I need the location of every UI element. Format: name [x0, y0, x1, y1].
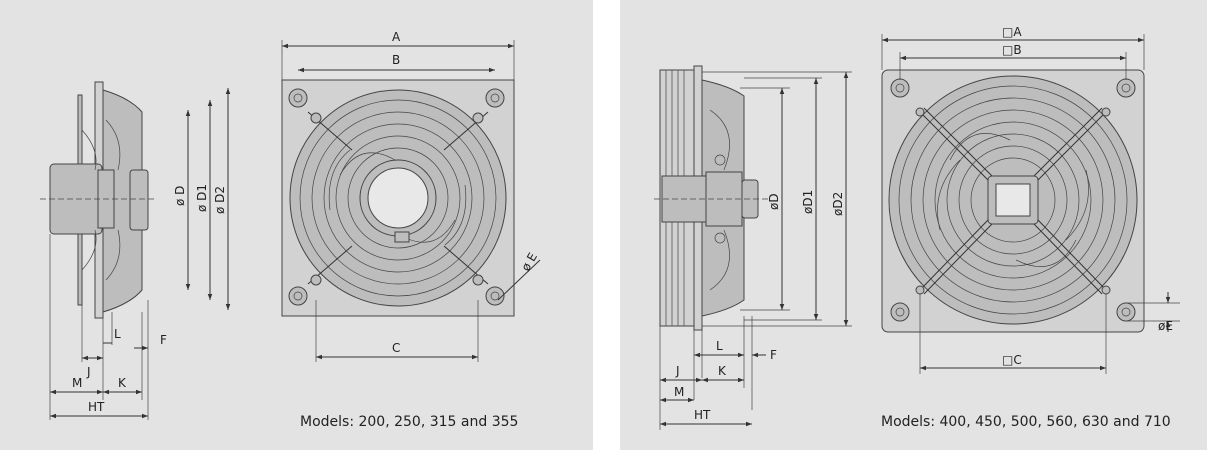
- side-view: [40, 81, 155, 319]
- dim-label-m: M: [674, 385, 684, 399]
- models-caption-large: Models: 400, 450, 500, 560, 630 and 710: [881, 414, 1171, 430]
- dim-label-ht: HT: [88, 400, 105, 414]
- dim-label-a: A: [392, 30, 401, 44]
- dim-label-f: F: [160, 333, 167, 347]
- dim-label-d2: øD2: [831, 192, 845, 216]
- dim-label-d2: ø D2: [213, 186, 227, 214]
- dim-label-d1: øD1: [801, 190, 815, 214]
- dim-label-e: øE: [1158, 319, 1173, 333]
- dim-label-b: □B: [1002, 43, 1022, 57]
- dim-label-k: K: [718, 364, 727, 378]
- dim-label-d: ø D: [173, 186, 187, 206]
- side-view: [654, 65, 770, 331]
- dim-label-c: C: [392, 341, 400, 355]
- dim-label-d: øD: [767, 193, 781, 210]
- diagram-panel-large-models: □A □B □C øD øD1 øD2 øE L F J K M HT Mode…: [620, 0, 1207, 450]
- dim-label-d1: ø D1: [195, 184, 209, 212]
- dim-label-j: J: [675, 364, 680, 378]
- models-caption-small: Models: 200, 250, 315 and 355: [300, 414, 518, 430]
- small-models-drawing: A B C ø D ø D1 ø D2 ø E L J F M K HT Mod…: [40, 30, 541, 430]
- dim-label-l: L: [716, 339, 723, 353]
- diagram-panel-small-models: A B C ø D ø D1 ø D2 ø E L J F M K HT Mod…: [0, 0, 593, 450]
- dimension-lines: [659, 34, 1180, 430]
- dim-label-j: J: [86, 365, 91, 379]
- front-view: [881, 69, 1145, 333]
- dim-label-a: □A: [1002, 25, 1022, 39]
- dimension-lines: [49, 40, 541, 420]
- dim-label-c: □C: [1002, 353, 1022, 367]
- front-view: [281, 79, 515, 317]
- dim-label-m: M: [72, 376, 82, 390]
- dim-label-f: F: [770, 348, 777, 362]
- dim-label-e: ø E: [518, 250, 539, 273]
- dim-label-k: K: [118, 376, 127, 390]
- dim-label-ht: HT: [694, 408, 711, 422]
- dim-label-b: B: [392, 53, 400, 67]
- large-models-drawing: □A □B □C øD øD1 øD2 øE L F J K M HT Mode…: [654, 25, 1180, 430]
- dim-label-l: L: [114, 327, 121, 341]
